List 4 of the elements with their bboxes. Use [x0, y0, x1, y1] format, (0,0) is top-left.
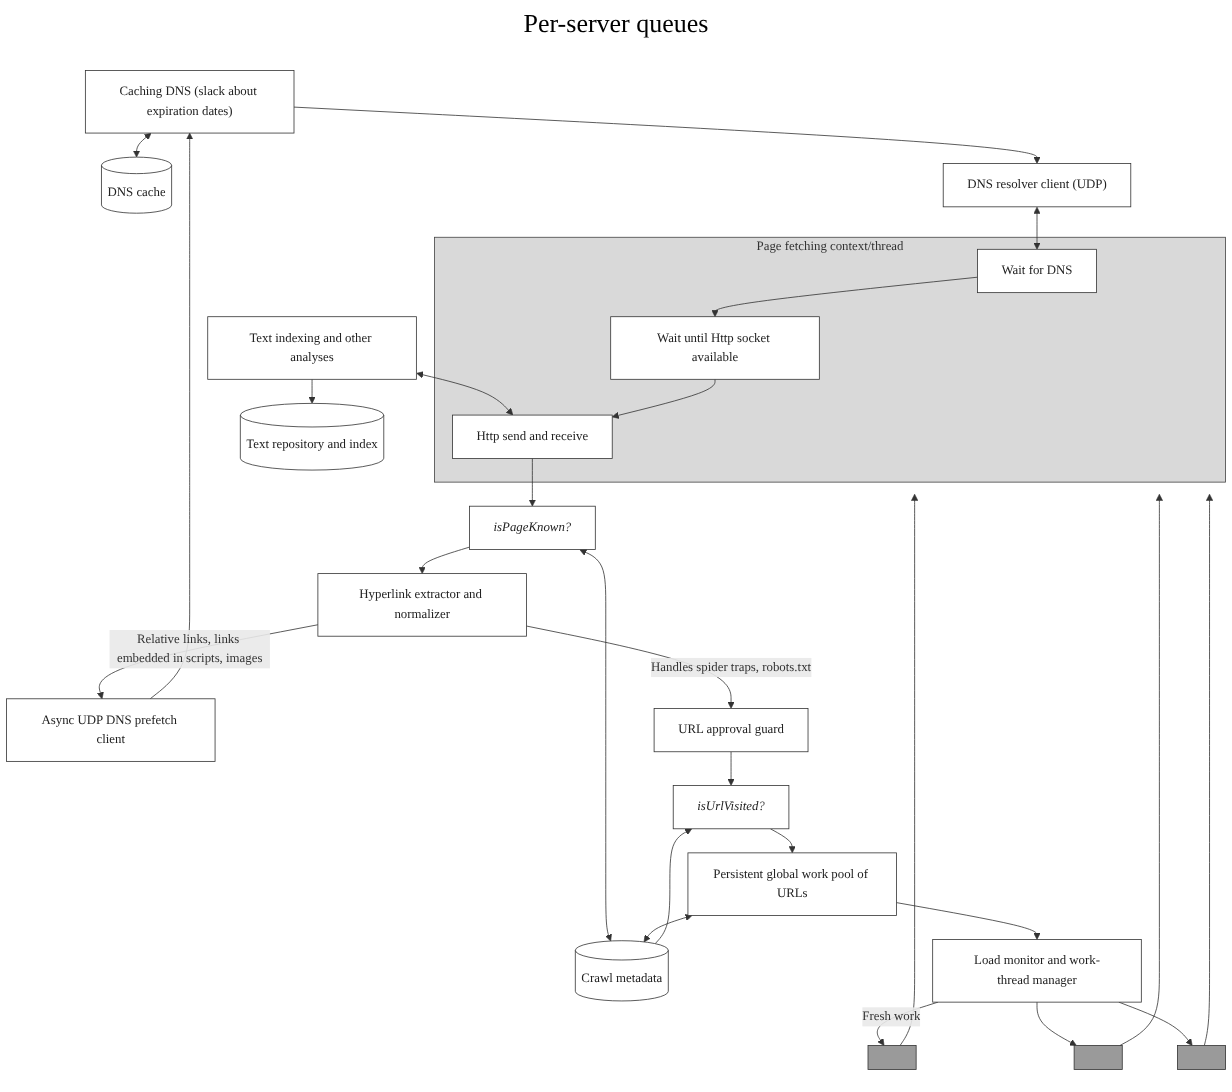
note-label: Per-server queues — [523, 8, 709, 40]
node-bar — [867, 1045, 917, 1070]
node-bar — [1073, 1045, 1123, 1070]
node-bar — [1177, 1045, 1226, 1070]
